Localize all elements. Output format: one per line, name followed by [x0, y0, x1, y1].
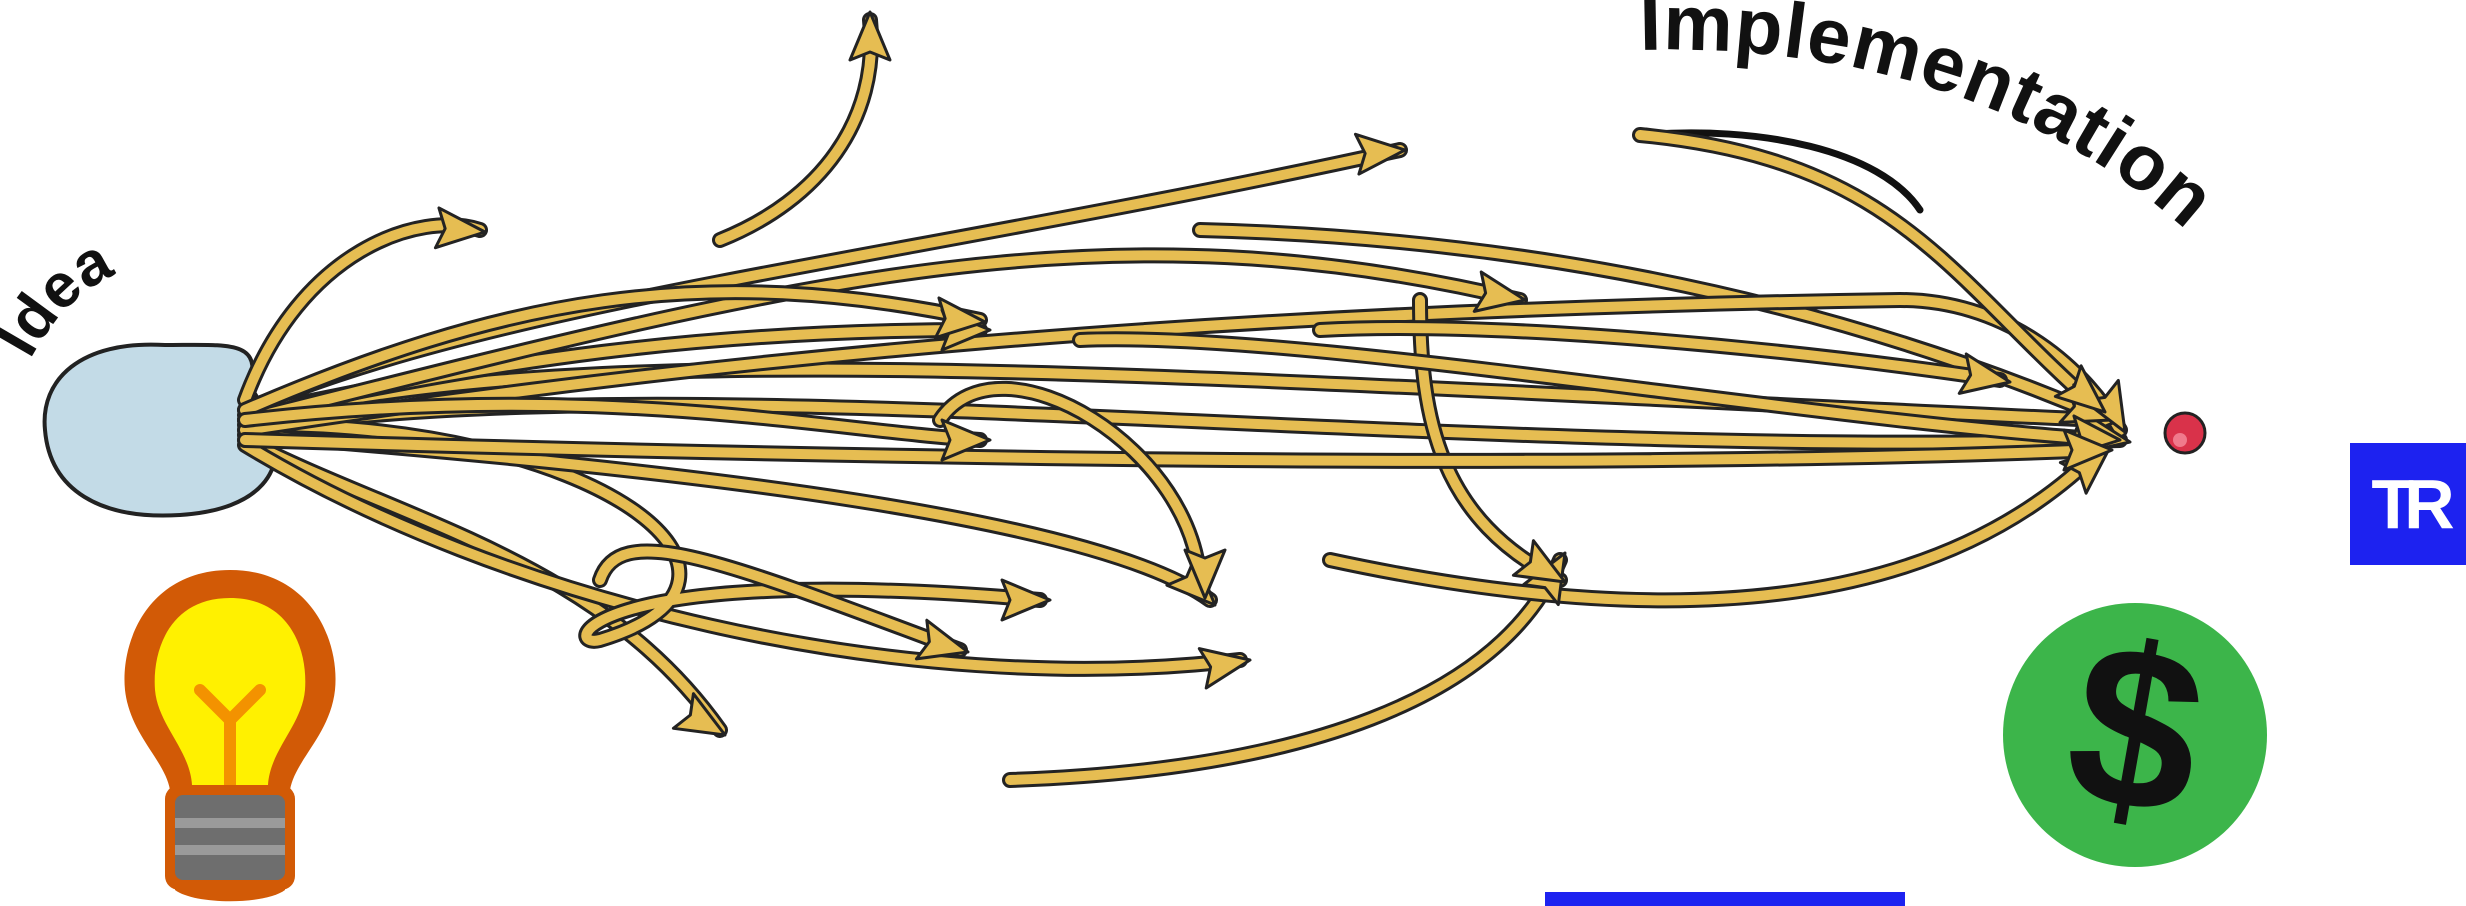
- arrow-path-fill: [240, 435, 725, 735]
- arrow-path-fill: [1325, 445, 2105, 606]
- tr-logo-icon: TR: [2350, 443, 2466, 565]
- arrow-head: [1472, 270, 1527, 313]
- arrow-head: [433, 206, 487, 250]
- arrow-path-fill: [240, 250, 1525, 425]
- arrow-path-fill: [1195, 225, 2115, 425]
- target-dot: [2163, 411, 2207, 455]
- arrow-path-fill: [1005, 555, 1565, 785]
- tr-logo-text: TR: [2371, 465, 2454, 543]
- arrow-head: [1197, 647, 1252, 690]
- arrow-path-fill: [240, 435, 2105, 466]
- arrow-path-fill: [935, 383, 1205, 595]
- dollar-coin-icon: $: [2003, 591, 2267, 867]
- arrow-path-fill: [240, 440, 1245, 674]
- implementation-label: Implementation: [1639, 0, 2233, 244]
- arrow-head: [1000, 578, 1052, 622]
- arrow-head: [2053, 364, 2107, 414]
- arrow-head: [848, 10, 892, 62]
- arrow-head: [2062, 428, 2114, 472]
- arrow-path-fill: [715, 15, 877, 245]
- tangled-arrows: [237, 10, 2132, 788]
- arrow-path-fill: [240, 287, 985, 415]
- arrow-head: [1957, 352, 2012, 395]
- arrow-path-fill: [240, 399, 985, 445]
- arrow-head: [671, 692, 727, 737]
- arrow-head: [1183, 548, 1227, 600]
- lightbulb-icon: [124, 570, 336, 902]
- arrow-path-fill: [595, 546, 965, 655]
- arrow-head: [940, 418, 992, 462]
- idea-label: Idea: [0, 225, 123, 367]
- bottom-blue-bar: [1545, 892, 1905, 906]
- arrow-path-fill: [1315, 323, 2005, 385]
- arrow-path-fill: [1635, 130, 2105, 415]
- arrow-head: [933, 296, 987, 340]
- arrow-head: [1353, 132, 1407, 176]
- arrow-head: [1511, 539, 1567, 584]
- arrow-path-fill: [1075, 334, 2115, 445]
- arrow-head: [914, 618, 970, 661]
